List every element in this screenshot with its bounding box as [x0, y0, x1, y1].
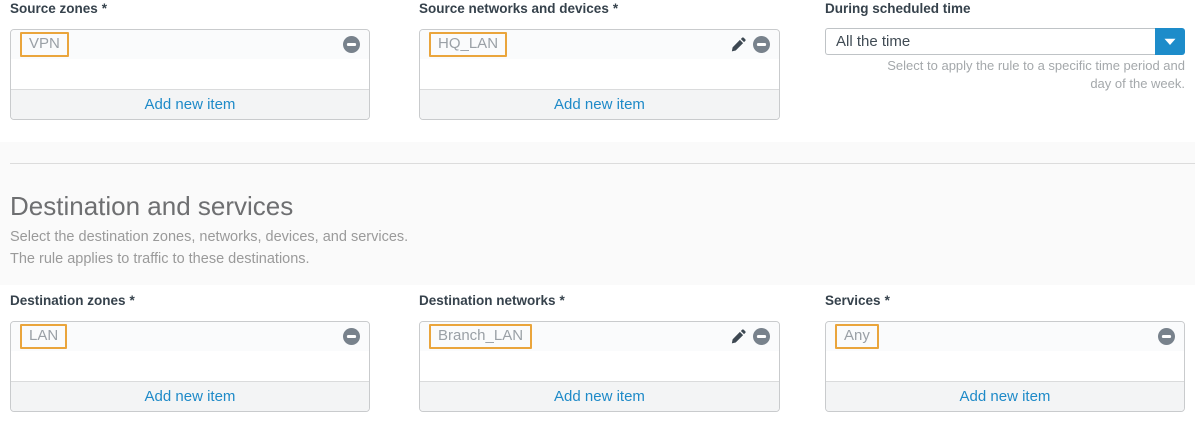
list-item: VPN	[11, 30, 369, 59]
source-zones-listbox: VPN Add new item	[10, 29, 370, 120]
required-asterisk: *	[884, 293, 890, 308]
item-actions	[731, 36, 770, 53]
required-asterisk: *	[129, 293, 135, 308]
listbox-empty-area	[420, 59, 779, 89]
add-new-item-button[interactable]: Add new item	[826, 381, 1184, 411]
add-new-item-button[interactable]: Add new item	[420, 381, 779, 411]
section-title: Destination and services	[10, 191, 294, 221]
destination-networks-label-text: Destination networks	[419, 293, 556, 308]
destination-networks-listbox: Branch_LAN Add new item	[419, 321, 780, 412]
destination-section-header: Destination and services Select the dest…	[0, 142, 1195, 285]
selected-item-chip[interactable]: LAN	[20, 324, 68, 349]
services-label-text: Services	[825, 293, 881, 308]
source-networks-label: Source networks and devices*	[419, 1, 618, 17]
section-description-line2: The rule applies to traffic to these des…	[10, 251, 310, 267]
source-zones-label-text: Source zones	[10, 1, 98, 16]
services-listbox: Any Add new item	[825, 321, 1185, 412]
item-actions	[343, 328, 360, 345]
remove-item-icon[interactable]	[343, 328, 360, 345]
source-zones-label: Source zones*	[10, 1, 107, 17]
schedule-select-value[interactable]: All the time	[825, 28, 1155, 55]
required-asterisk: *	[612, 1, 619, 16]
selected-item-chip[interactable]: Branch_LAN	[429, 324, 533, 349]
pencil-icon[interactable]	[731, 329, 746, 344]
remove-item-icon[interactable]	[343, 36, 360, 53]
add-new-item-button[interactable]: Add new item	[11, 89, 369, 119]
schedule-label-text: During scheduled time	[825, 1, 971, 16]
list-item: Any	[826, 322, 1184, 351]
source-networks-listbox: HQ_LAN Add new item	[419, 29, 780, 120]
selected-item-chip[interactable]: VPN	[20, 32, 69, 57]
listbox-empty-area	[420, 351, 779, 381]
item-actions	[1158, 328, 1175, 345]
remove-item-icon[interactable]	[1158, 328, 1175, 345]
section-divider	[10, 163, 1195, 164]
schedule-helper-line2: day of the week.	[1090, 76, 1185, 91]
destination-zones-listbox: LAN Add new item	[10, 321, 370, 412]
remove-item-icon[interactable]	[753, 36, 770, 53]
listbox-empty-area	[826, 351, 1184, 381]
services-label: Services*	[825, 293, 890, 309]
schedule-helper-text: Select to apply the rule to a specific t…	[825, 57, 1185, 93]
listbox-empty-area	[11, 351, 369, 381]
section-description-line1: Select the destination zones, networks, …	[10, 229, 409, 245]
source-networks-label-text: Source networks and devices	[419, 1, 609, 16]
list-item: HQ_LAN	[420, 30, 779, 59]
selected-item-chip[interactable]: Any	[835, 324, 879, 349]
remove-item-icon[interactable]	[753, 328, 770, 345]
destination-networks-label: Destination networks*	[419, 293, 565, 309]
schedule-helper-line1: Select to apply the rule to a specific t…	[887, 58, 1185, 73]
list-item: LAN	[11, 322, 369, 351]
add-new-item-button[interactable]: Add new item	[420, 89, 779, 119]
schedule-select[interactable]: All the time	[825, 28, 1185, 55]
item-actions	[731, 328, 770, 345]
pencil-icon[interactable]	[731, 37, 746, 52]
add-new-item-button[interactable]: Add new item	[11, 381, 369, 411]
selected-item-chip[interactable]: HQ_LAN	[429, 32, 508, 57]
chevron-down-icon[interactable]	[1155, 28, 1185, 55]
schedule-label: During scheduled time	[825, 1, 971, 17]
destination-zones-label: Destination zones*	[10, 293, 135, 309]
listbox-empty-area	[11, 59, 369, 89]
required-asterisk: *	[101, 1, 108, 16]
destination-zones-label-text: Destination zones	[10, 293, 126, 308]
required-asterisk: *	[559, 293, 565, 308]
item-actions	[343, 36, 360, 53]
list-item: Branch_LAN	[420, 322, 779, 351]
